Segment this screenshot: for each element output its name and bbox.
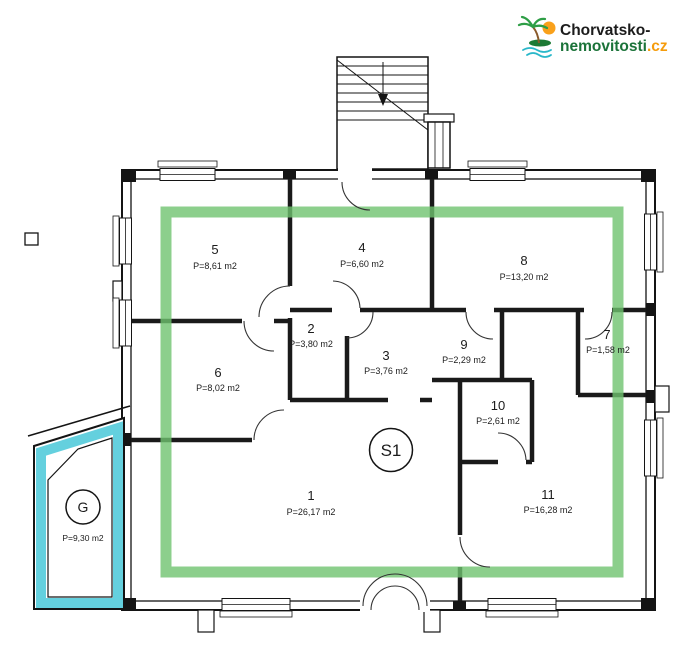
room-area: P=13,20 m2 [500, 272, 549, 282]
room-area: P=8,02 m2 [196, 383, 240, 393]
room-label-5: 5 P=8,61 m2 [193, 242, 237, 271]
palm-tree-island-icon [517, 15, 556, 58]
room-area: P=26,17 m2 [287, 507, 336, 517]
room-area: P=3,76 m2 [364, 366, 408, 376]
interior-walls [131, 179, 646, 601]
room-area: P=2,61 m2 [476, 416, 520, 426]
room-number: 3 [382, 348, 389, 363]
room-label-11: 11 P=16,28 m2 [524, 487, 573, 515]
room-area: P=1,58 m2 [586, 345, 630, 355]
room-label-7: 7 P=1,58 m2 [586, 327, 630, 355]
room-number: 7 [603, 327, 610, 342]
room-number: 9 [460, 337, 467, 352]
logo: Chorvatsko- nemovitosti.cz [517, 15, 668, 58]
brand-name-main: nemovitosti [560, 38, 647, 55]
sun-icon [542, 21, 556, 35]
room-label-4: 4 P=6,60 m2 [340, 240, 384, 269]
room-label-1: 1 P=26,17 m2 [287, 488, 336, 517]
room-number: 1 [307, 488, 314, 503]
brand-name-suffix: .cz [647, 38, 668, 55]
top-door-opening [338, 168, 372, 182]
garage-canopy-line [27, 405, 131, 437]
garage-badge: G P=9,30 m2 [62, 489, 104, 543]
room-area: P=2,29 m2 [442, 355, 486, 365]
room-label-2: 2 P=3,80 m2 [289, 321, 333, 349]
room-label-10: 10 P=2,61 m2 [476, 398, 520, 426]
room-number: 4 [358, 240, 365, 255]
stair-direction-arrow [378, 94, 388, 106]
room-label-8: 8 P=13,20 m2 [500, 253, 549, 282]
room-number: 8 [520, 253, 527, 268]
room-area: P=16,28 m2 [524, 505, 573, 515]
entrance-door-arc-right [394, 573, 428, 607]
entrance-step-arc [370, 585, 420, 611]
brand-name-line2: nemovitosti.cz [560, 38, 668, 55]
room-number: 11 [541, 487, 555, 502]
chimney-cap [423, 113, 455, 123]
room-label-9: 9 P=2,29 m2 [442, 337, 486, 365]
island-icon [529, 39, 551, 47]
unit-label: S1 [381, 441, 402, 460]
room-label-6: 6 P=8,02 m2 [196, 365, 240, 393]
entrance-door-arc-left [362, 573, 396, 607]
unit-badge: S1 [368, 427, 414, 473]
garage-area: P=9,30 m2 [62, 533, 104, 543]
site-marker-square [24, 232, 39, 246]
waves-icon [522, 47, 552, 58]
garage-label: G [78, 499, 89, 515]
room-labels: 5 P=8,61 m2 4 P=6,60 m2 8 P=13,20 m2 2 P… [193, 240, 630, 517]
brand-name-line1: Chorvatsko- [560, 22, 650, 39]
room-area: P=8,61 m2 [193, 261, 237, 271]
garage-highlight-outline [36, 421, 123, 608]
door-arcs [243, 181, 613, 611]
room-number: 10 [491, 398, 505, 413]
room-number: 6 [214, 365, 221, 380]
room-number: 5 [211, 242, 218, 257]
room-area: P=3,80 m2 [289, 339, 333, 349]
staircase [336, 56, 455, 170]
room-number: 2 [307, 321, 314, 336]
windows [112, 160, 664, 618]
palm-trunk-icon [532, 26, 540, 44]
room-label-3: 3 P=3,76 m2 [364, 348, 408, 376]
chimney [427, 121, 451, 169]
apartment-highlight-outline [160, 206, 624, 578]
building-walls [112, 169, 670, 633]
entrance-opening [360, 599, 430, 612]
palm-fronds-icon [517, 15, 549, 30]
room-area: P=6,60 m2 [340, 259, 384, 269]
